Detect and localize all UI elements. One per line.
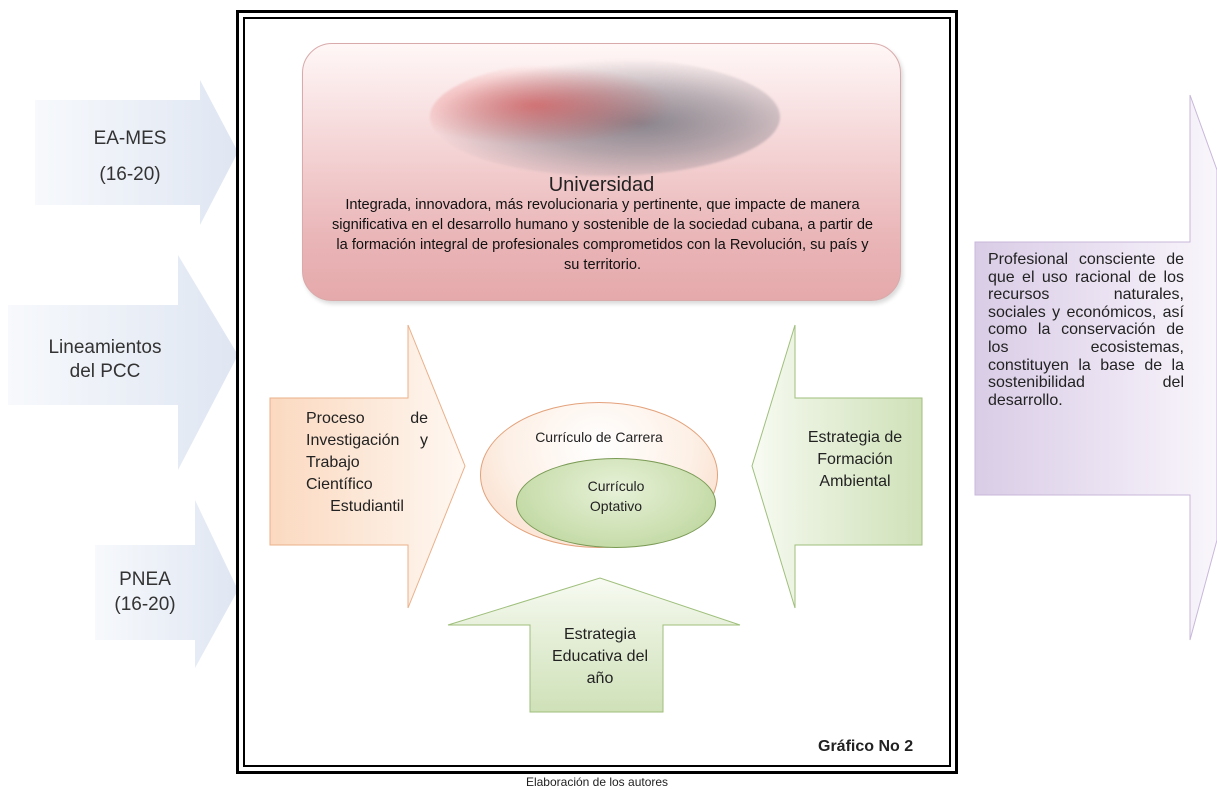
educativa-text: Estrategia Educativa del año [551, 626, 649, 687]
pnea-line1: PNEA [119, 569, 171, 590]
investigacion-text: Proceso de Investigación y Trabajo Cient… [306, 410, 428, 515]
lineamientos-line1: Lineamientos [48, 337, 162, 358]
universidad-description: Integrada, innovadora, más revolucionari… [331, 197, 874, 273]
ea-mes-label: EA-MES (16-20) [70, 125, 190, 188]
curriculo-optativo-ellipse [516, 458, 716, 548]
grafico-label: Gráfico No 2 [818, 738, 914, 755]
ea-mes-arrow [35, 80, 238, 225]
curriculo-optativo-label: Currículo Optativo [587, 478, 645, 514]
universidad-title: Universidad [548, 174, 655, 196]
profesional-text: Profesional consciente de que el uso rac… [988, 251, 1184, 409]
pnea-line2: (16-20) [114, 594, 176, 615]
ea-mes-line2: (16-20) [99, 163, 161, 185]
lineamientos-arrow [8, 255, 238, 470]
diagram-frame-inner [243, 17, 951, 767]
curriculo-carrera-label: Currículo de Carrera [535, 429, 663, 445]
educativa-arrow [447, 577, 741, 713]
formacion-ambiental-arrow [751, 324, 923, 609]
lineamientos-label: Lineamientos del PCC [30, 336, 180, 384]
university-photo [430, 58, 780, 176]
diagram-frame-outer [236, 10, 958, 774]
formacion-ambiental-text: Estrategia de Formación Ambiental [807, 429, 903, 490]
investigacion-arrow [269, 324, 466, 609]
ea-mes-line1: EA-MES [93, 128, 167, 149]
lineamientos-line2: del PCC [69, 361, 141, 382]
pnea-arrow [95, 500, 238, 668]
pnea-label: PNEA (16-20) [95, 567, 195, 617]
caption: Elaboración de los autores [525, 775, 669, 789]
profesional-arrow [974, 94, 1217, 641]
